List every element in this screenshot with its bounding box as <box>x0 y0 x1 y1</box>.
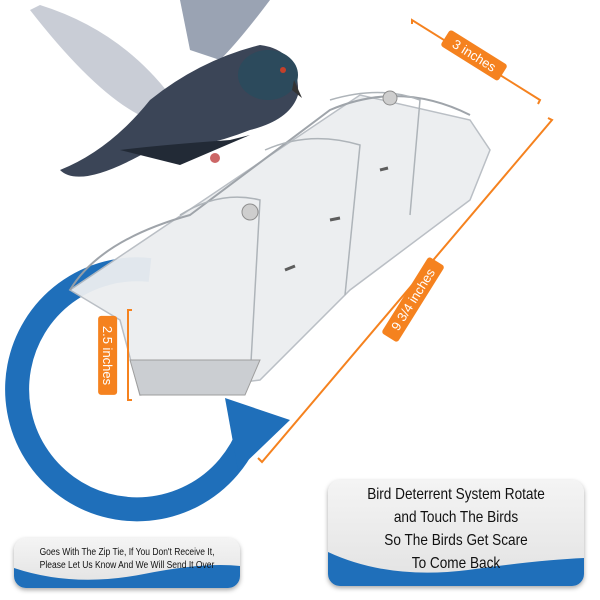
note-line: Goes With The Zip Tie, If You Don't Rece… <box>39 547 215 558</box>
feature-note: Bird Deterrent System Rotate and Touch T… <box>328 480 584 586</box>
bird-deterrent-device <box>68 90 491 396</box>
feature-line: So The Birds Get Scare <box>384 532 528 549</box>
feature-line: To Come Back <box>411 555 501 572</box>
height-dimension-label: 2.5 inches <box>98 315 118 396</box>
note-line: Please Let Us Know And We Will Send It O… <box>39 560 215 571</box>
zip-tie-note: Goes With The Zip Tie, If You Don't Rece… <box>14 538 240 588</box>
blue-wave-decoration <box>14 565 240 588</box>
feature-line: and Touch The Birds <box>393 509 519 526</box>
feature-line: Bird Deterrent System Rotate <box>367 486 545 503</box>
pigeon-image <box>30 0 302 177</box>
blue-wave-decoration <box>328 552 584 586</box>
